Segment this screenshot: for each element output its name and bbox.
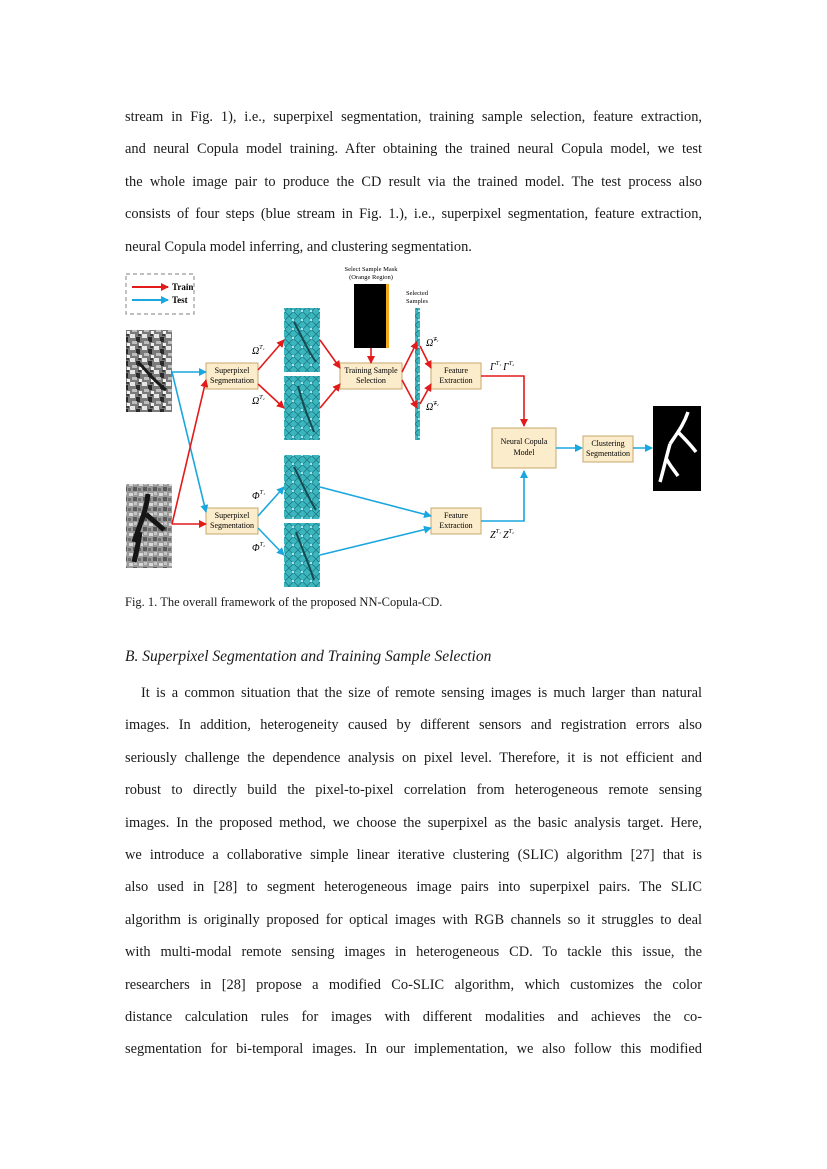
text-line: images. In the proposed method, we choos… <box>125 814 702 831</box>
segmented-image-phi-t2 <box>284 523 320 587</box>
text-line: stream in Fig. 1), i.e., superpixel segm… <box>125 109 702 125</box>
segmented-image-omega-t1 <box>284 308 320 372</box>
figure-caption: Fig. 1. The overall framework of the pro… <box>125 595 443 609</box>
sample-mask-orange-region <box>386 284 389 348</box>
mask-title-line-1: Select Sample Mask <box>344 266 398 273</box>
legend-box <box>125 273 195 315</box>
box-label: Segmentation <box>210 376 254 385</box>
clustering-segmentation-box <box>582 435 634 463</box>
framework-figure: Train Test Superpixel Segmentation Super… <box>125 266 701 587</box>
selected-samples-label-1: Selected <box>406 290 429 297</box>
box-label: Extraction <box>439 376 472 385</box>
feature-extraction-box-2 <box>430 507 482 535</box>
box-label: Superpixel <box>215 511 250 520</box>
box-label: Feature <box>444 511 468 520</box>
symbol-omega-t1: ΩT₁ <box>252 345 265 357</box>
text-line: It is a common situation that the size o… <box>141 685 702 701</box>
text-line: robust to directly build the pixel-to-pi… <box>125 782 702 799</box>
feature-extraction-box-1 <box>430 362 482 390</box>
text-line: segmentation for bi-temporal images. In … <box>125 1041 702 1058</box>
box-label: Training Sample <box>344 366 398 375</box>
text-line: algorithm is originally proposed for opt… <box>125 911 702 928</box>
text-line: consists of four steps (blue stream in F… <box>125 206 702 223</box>
text-line: with multi-modal remote sensing images i… <box>125 944 702 961</box>
training-sample-selection-box <box>339 362 403 390</box>
text-line: we introduce a collaborative simple line… <box>125 847 702 864</box>
text-line: researchers in [28] propose a modified C… <box>125 976 702 993</box>
input-image-t1 <box>126 330 172 412</box>
text-line: distance calculation rules for images wi… <box>125 1009 702 1026</box>
neural-copula-model-box <box>491 427 557 469</box>
text-line: the whole image pair to produce the CD r… <box>125 173 702 190</box>
segmented-image-omega-t2 <box>284 376 320 440</box>
legend-train-label: Train <box>172 282 193 292</box>
symbol-phi-t2: ΦT₂ <box>252 542 265 554</box>
symbol-phi-t1: ΦT₁ <box>252 490 265 502</box>
section-heading: B. Superpixel Segmentation and Training … <box>125 648 492 665</box>
box-label: Clustering <box>591 439 624 448</box>
text-line: and neural Copula model training. After … <box>125 141 702 158</box>
symbol-omega-tilde-t2: Ω̃T₂ <box>426 401 439 413</box>
box-label: Segmentation <box>586 449 630 458</box>
box-label: Neural Copula <box>501 437 548 446</box>
box-label: Model <box>514 448 536 457</box>
text-line: seriously challenge the dependence analy… <box>125 749 702 766</box>
symbol-omega-tilde-t1: Ω̃T₁ <box>426 337 439 349</box>
box-label: Selection <box>356 376 386 385</box>
body-paragraph-2: It is a common situation that the size o… <box>125 677 702 1066</box>
body-paragraph-1: stream in Fig. 1), i.e., superpixel segm… <box>125 101 702 263</box>
box-label: Segmentation <box>210 521 254 530</box>
legend-test-label: Test <box>172 295 188 305</box>
selected-samples-label-2: Samples <box>406 298 428 305</box>
symbol-omega-t2: ΩT₂ <box>252 395 265 407</box>
mask-title-line-2: (Orange Region) <box>349 274 393 281</box>
box-label: Extraction <box>439 521 472 530</box>
box-label: Superpixel <box>215 366 250 375</box>
text-line: neural Copula model inferring, and clust… <box>125 238 472 255</box>
superpixel-segmentation-box-1 <box>205 362 259 390</box>
sample-mask-image <box>354 284 388 348</box>
selected-samples-strip <box>415 308 420 440</box>
text-line: images. In addition, heterogeneity cause… <box>125 717 702 734</box>
box-label: Feature <box>444 366 468 375</box>
text-line: also used in [28] to segment heterogeneo… <box>125 879 702 896</box>
